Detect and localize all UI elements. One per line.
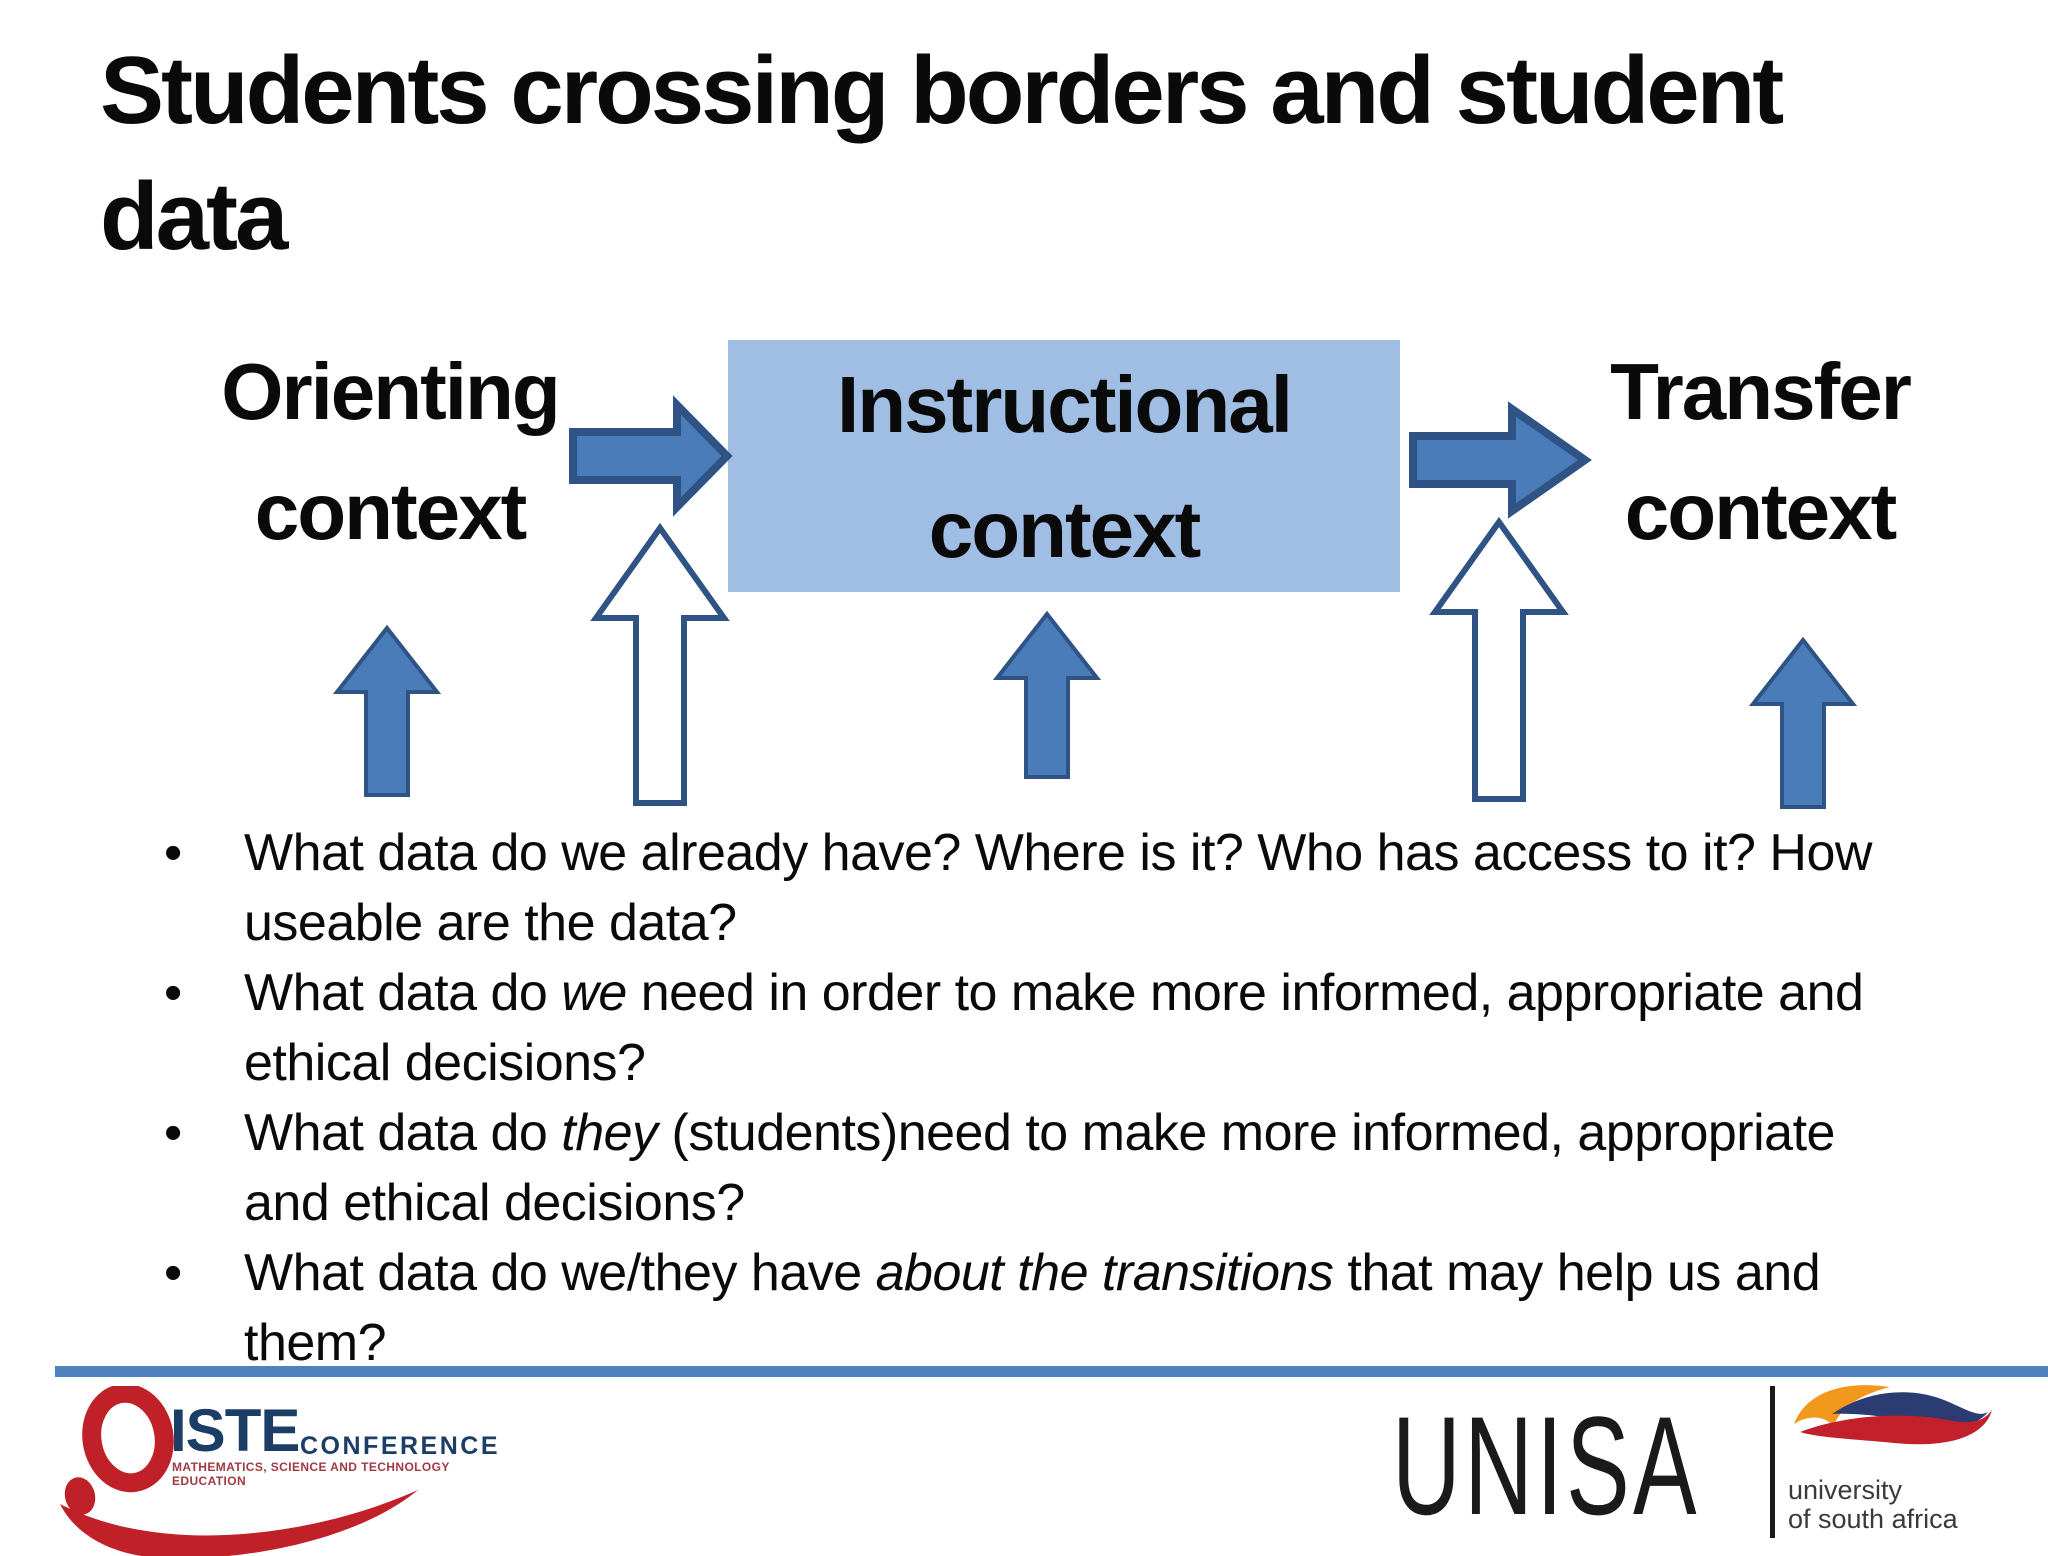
unisa-divider-bar — [1770, 1386, 1775, 1538]
unisa-wordmark-text: UNISA — [1392, 1387, 1700, 1544]
flow-arrow-instructional-to-transfer-icon — [1409, 401, 1592, 519]
iste-ring-icon — [82, 1386, 174, 1493]
node-orienting-context-label: Orienting context — [221, 347, 561, 556]
node-instructional-context-box: Instructional context — [728, 340, 1400, 592]
slide-title-line-2: data — [100, 163, 288, 270]
bullet-item-4: • What data do we/they have about the tr… — [150, 1238, 1910, 1378]
unisa-descriptor-line-2: of south africa — [1788, 1504, 1958, 1534]
unisa-logo: UNISA university of south africa — [1380, 1378, 2040, 1556]
node-instructional-context-label: Instructional context — [836, 360, 1293, 574]
unisa-flame-red-icon — [1800, 1410, 1992, 1445]
up-arrow-solid-3-icon — [1748, 636, 1858, 809]
unisa-descriptor-line-1: university — [1788, 1475, 1903, 1505]
slide-title: Students crossing borders and student da… — [100, 28, 2000, 280]
bullet-item-3: • What data do they (students)need to ma… — [150, 1098, 1910, 1238]
iste-acronym-text: ISTE — [170, 1397, 300, 1464]
bullet-list: • What data do we already have? Where is… — [150, 818, 1910, 1378]
bullet-marker: • — [164, 1104, 182, 1162]
iste-conference-logo: ISTE CONFERENCE MATHEMATICS, SCIENCE AND… — [50, 1386, 498, 1556]
bullet-marker: • — [164, 1244, 182, 1302]
up-arrow-solid-1-icon — [332, 624, 442, 797]
iste-tail-icon — [60, 1490, 418, 1556]
bullet-item-1: • What data do we already have? Where is… — [150, 818, 1910, 958]
slide-title-line-1: Students crossing borders and student — [100, 37, 1784, 144]
up-arrow-outlined-2-icon — [1429, 516, 1569, 802]
bullet-item-2: • What data do we need in order to make … — [150, 958, 1910, 1098]
up-arrow-outlined-1-icon — [590, 522, 730, 806]
bullet-text-4: What data do we/they have about the tran… — [244, 1244, 1821, 1372]
unisa-flame-navy-icon — [1832, 1392, 1988, 1427]
node-transfer-context-label: Transfer context — [1610, 347, 1912, 556]
iste-conference-text: CONFERENCE — [300, 1432, 501, 1460]
iste-tagline-text: MATHEMATICS, SCIENCE AND TECHNOLOGY EDUC… — [172, 1460, 450, 1488]
unisa-flame-orange-icon — [1794, 1385, 1890, 1426]
bullet-marker: • — [164, 824, 182, 882]
bullet-text-2: What data do we need in order to make mo… — [244, 964, 1864, 1092]
footer-divider — [55, 1366, 2048, 1377]
iste-comma-dot-icon — [64, 1477, 96, 1515]
unisa-descriptor: university of south africa — [1788, 1476, 1958, 1534]
up-arrow-solid-2-icon — [992, 610, 1102, 779]
flow-arrow-orienting-to-instructional-icon — [569, 395, 733, 517]
unisa-flame-icon — [1794, 1385, 1992, 1445]
bullet-marker: • — [164, 964, 182, 1022]
iste-swoosh-icon — [60, 1386, 418, 1556]
bullet-text-1: What data do we already have? Where is i… — [244, 824, 1872, 952]
bullet-text-3: What data do they (students)need to make… — [244, 1104, 1835, 1232]
